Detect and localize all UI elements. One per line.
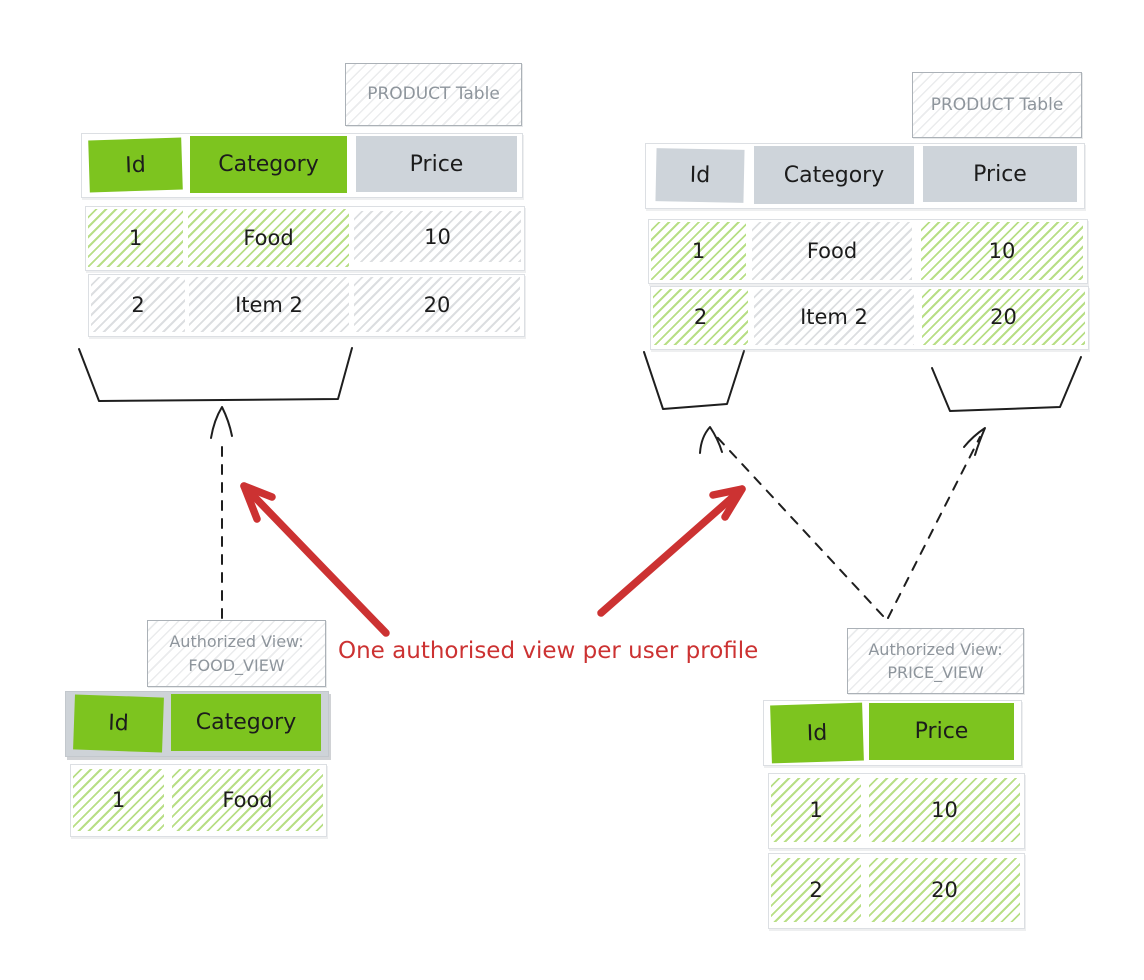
left-product-header-category: Category — [190, 136, 347, 193]
right-product-table-label: PRODUCT Table — [912, 72, 1082, 138]
left-product-header-price: Price — [356, 136, 517, 192]
food-view-header-row: Id Category — [65, 691, 329, 757]
annotation-text: One authorised view per user profile — [338, 638, 759, 664]
right-product-row-2: 2 Item 2 20 — [650, 286, 1089, 350]
left-product-header-id: Id — [88, 137, 183, 193]
food-view-header-id: Id — [73, 694, 164, 753]
food-view-header-category: Category — [171, 694, 321, 751]
right-product-row2-id: 2 — [653, 289, 748, 345]
price-view-header-row: Id Price — [763, 700, 1022, 766]
left-product-row-1: 1 Food 10 — [85, 206, 525, 271]
food-view-row-1: 1 Food — [70, 764, 327, 837]
left-product-row2-id: 2 — [91, 277, 185, 332]
food-view-row1-id: 1 — [73, 769, 164, 831]
price-view-dashed-arrow-right — [887, 436, 981, 619]
left-product-table-label-text: PRODUCT Table — [367, 84, 500, 105]
food-view-label-name: FOOD_VIEW — [188, 655, 285, 675]
left-product-row1-category: Food — [188, 209, 349, 267]
left-product-table-label: PRODUCT Table — [345, 63, 522, 126]
right-product-row2-price: 20 — [922, 289, 1085, 345]
left-product-row1-price: 10 — [354, 211, 521, 262]
right-product-header-price: Price — [923, 146, 1077, 202]
red-arrow-right — [597, 485, 746, 617]
right-product-row2-category: Item 2 — [754, 289, 914, 345]
food-view-label: Authorized View: FOOD_VIEW — [147, 620, 326, 687]
price-view-row-2: 2 20 — [768, 853, 1025, 929]
price-view-row1-price: 10 — [869, 778, 1020, 842]
price-view-header-price: Price — [869, 703, 1014, 760]
price-view-row2-id: 2 — [771, 858, 861, 922]
left-product-row2-price: 20 — [354, 277, 520, 332]
food-view-label-title: Authorized View: — [169, 632, 304, 652]
right-product-row-1: 1 Food 10 — [648, 219, 1088, 284]
price-view-label: Authorized View: PRICE_VIEW — [847, 628, 1024, 694]
price-view-arrowhead-right-icon — [963, 427, 986, 456]
price-view-header-id: Id — [770, 702, 864, 764]
red-arrow-left-head-icon — [240, 482, 276, 523]
left-product-row1-id: 1 — [88, 209, 183, 267]
food-view-arrowhead-icon — [210, 406, 233, 439]
left-product-row-2: 2 Item 2 20 — [88, 274, 525, 337]
right-product-row1-id: 1 — [651, 222, 746, 280]
price-view-label-name: PRICE_VIEW — [887, 663, 984, 682]
right-product-header-row: Id Category Price — [645, 143, 1085, 209]
left-table-brace — [78, 347, 353, 402]
price-view-label-title: Authorized View: — [868, 639, 1003, 659]
price-view-row1-id: 1 — [771, 778, 861, 842]
food-view-row1-category: Food — [172, 769, 323, 831]
right-product-header-category: Category — [754, 146, 914, 204]
right-product-table-label-text: PRODUCT Table — [930, 94, 1064, 115]
price-view-row2-price: 20 — [869, 858, 1020, 922]
right-product-header-id: Id — [655, 148, 745, 203]
red-arrow-right-head-icon — [709, 485, 746, 521]
right-price-brace — [931, 356, 1082, 412]
left-product-header-row: Id Category Price — [81, 133, 523, 198]
price-view-row-1: 1 10 — [768, 773, 1025, 849]
price-view-arrowhead-left-icon — [699, 426, 723, 454]
right-id-brace — [643, 350, 745, 410]
left-product-row2-category: Item 2 — [189, 277, 349, 332]
price-view-dashed-arrow-left — [716, 436, 884, 617]
right-product-row1-price: 10 — [921, 222, 1083, 280]
red-arrow-left — [240, 482, 390, 637]
right-product-row1-category: Food — [752, 222, 912, 280]
